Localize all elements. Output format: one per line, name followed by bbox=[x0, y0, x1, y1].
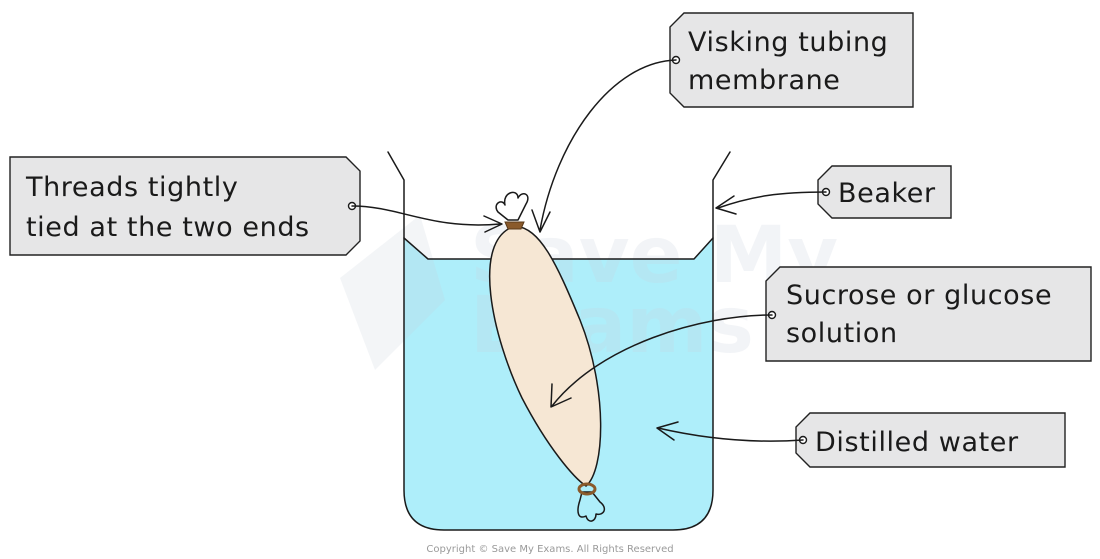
label-visking-tubing-membrane: Visking tubing membrane bbox=[669, 12, 914, 108]
arrow-threads bbox=[351, 205, 503, 233]
arrow-membrane bbox=[531, 59, 677, 233]
beaker-outline bbox=[387, 151, 731, 531]
bottom-thread bbox=[577, 482, 597, 496]
beaker-label: Beaker bbox=[838, 178, 936, 209]
solution-label-line-1: Sucrose or glucose bbox=[786, 280, 1052, 311]
membrane-label-line-2: membrane bbox=[688, 65, 841, 96]
visking-tubing-bag bbox=[488, 225, 602, 487]
label-distilled-water: Distilled water bbox=[795, 412, 1066, 468]
water-surface bbox=[403, 237, 714, 260]
arrow-solution bbox=[550, 314, 773, 408]
arrow-water bbox=[656, 421, 804, 442]
top-thread bbox=[504, 221, 525, 230]
copyright-notice: Copyright © Save My Exams. All Rights Re… bbox=[426, 544, 673, 555]
watermark-logo-shape bbox=[340, 215, 445, 370]
label-beaker: Beaker bbox=[817, 165, 952, 219]
label-solution: Sucrose or glucose solution bbox=[765, 266, 1092, 362]
bottom-tied-end bbox=[577, 482, 606, 522]
membrane-label-line-1: Visking tubing bbox=[688, 27, 888, 58]
arrow-beaker bbox=[715, 191, 827, 215]
water-label: Distilled water bbox=[815, 427, 1019, 458]
threads-label-line-2: tied at the two ends bbox=[26, 212, 310, 243]
solution-label-line-2: solution bbox=[786, 318, 898, 349]
top-tied-end bbox=[495, 191, 529, 230]
label-threads: Threads tightly tied at the two ends bbox=[9, 156, 361, 256]
threads-label-line-1: Threads tightly bbox=[25, 172, 238, 203]
